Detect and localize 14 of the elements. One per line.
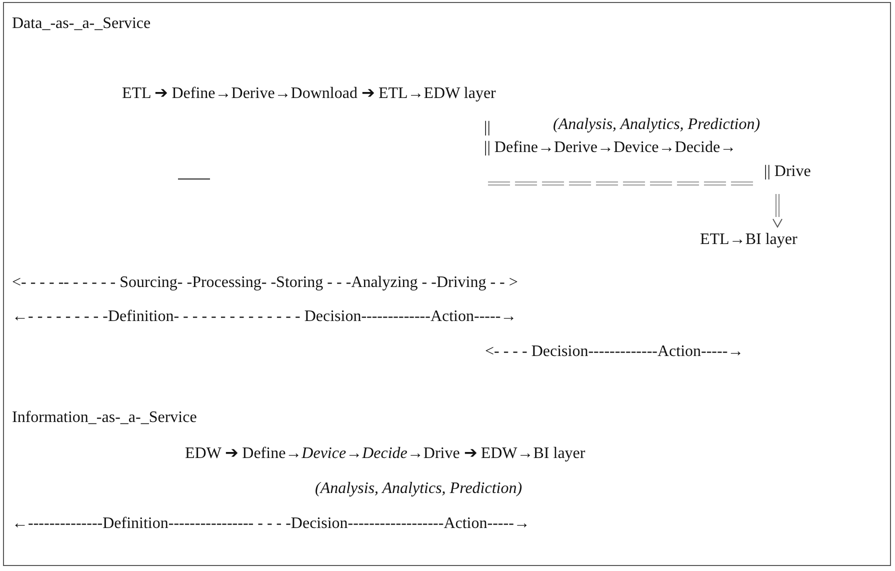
flow-text: Data_-as-_a-_Service (12, 14, 151, 34)
flow-text: ←--------------Definition---------------- - - - -Decision------------------Action-----→ (12, 514, 530, 534)
note-text: (Analysis, Analytics, Prediction) (553, 115, 760, 135)
flow-text: || Define→Derive→Device→Decide→ (484, 138, 736, 158)
flow-text: Information_-as-_a-_Service (12, 408, 197, 428)
note-text: (Analysis, Analytics, Prediction) (315, 479, 522, 499)
flow-text: ←- - - - - - - - -Definition- - - - - - - - - - - - - - Decision-------------Action-----→ (12, 307, 517, 327)
flow-text: || Drive (764, 162, 811, 182)
flow-text: || (484, 118, 490, 138)
flow-text: <- - - - -- - - - - - Sourcing- -Processing- -Storing - - -Analyzing - -Driving - - > (12, 273, 518, 293)
flow-text: ETL ➔ Define→Derive→Download ➔ ETL→EDW layer (122, 84, 496, 104)
flow-text: EDW ➔ Define→Device→Decide→Drive ➔ EDW→BI layer (185, 444, 586, 464)
flow-text: <- - - - Decision-------------Action-----→ (485, 342, 744, 362)
flow-text: ETL→BI layer (700, 230, 798, 250)
